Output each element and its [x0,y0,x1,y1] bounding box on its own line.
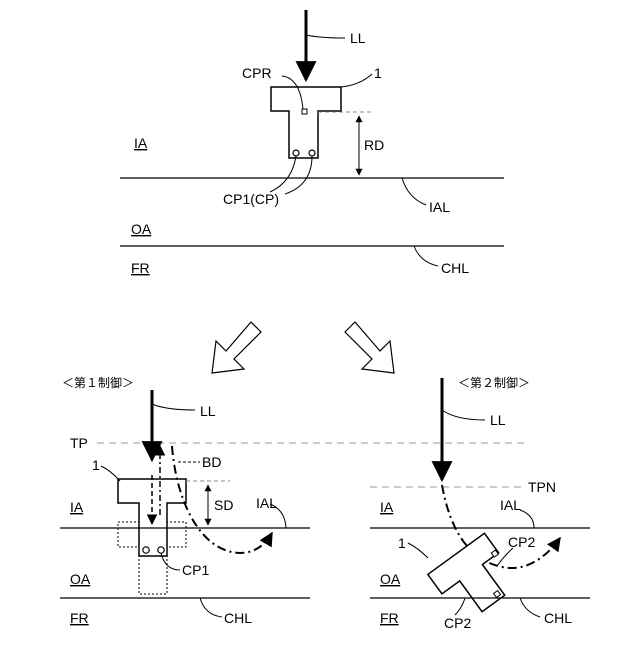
left-bd-label: BD [202,454,221,470]
right-robot-number-leader [408,543,428,558]
right-robot-body [428,533,521,624]
right-ial-leader [520,510,534,528]
right-chl-leader [520,598,540,617]
top-cpr-label: CPR [242,65,272,81]
right-cp2-top-leader [497,548,513,566]
left-ll-label: LL [200,403,216,419]
transition-arrow-left [212,322,261,373]
top-diagram: LL CPR 1 RD IA IAL CP1(CP) OA FR CHL [120,10,504,276]
top-ll-label: LL [350,30,366,46]
transition-arrows [212,322,394,373]
right-ia-label: IA [380,499,394,515]
top-robot-number: 1 [374,65,382,81]
left-sd-label: SD [214,497,233,513]
transition-arrow-right [345,322,394,373]
right-ial-label: IAL [500,497,521,513]
right-ll-leader [442,410,485,420]
left-title: ＜第１制御＞ [62,375,134,390]
top-ll-leader [306,35,345,38]
top-cp1cp-label: CP1(CP) [223,191,279,207]
right-title: ＜第２制御＞ [458,375,530,390]
right-oa-label: OA [380,571,401,587]
left-fr-label: FR [70,610,89,626]
right-cp2-bottom-leader [455,598,465,615]
top-oa-label: OA [131,221,152,237]
top-cp1-leader-left [270,156,296,192]
top-robot-number-leader [341,74,372,87]
right-diagram: ＜第２制御＞ LL TPN IA IAL 1 CP2 OA FR [370,375,590,631]
top-rd-label: RD [364,137,384,153]
top-contact-point-left [293,150,299,156]
top-ial-leader [402,178,426,205]
top-fr-label: FR [131,260,150,276]
left-ia-label: IA [70,499,84,515]
top-chl-label: CHL [441,260,469,276]
left-contact-point-right [158,547,164,553]
top-robot-body [271,87,341,158]
left-diagram: ＜第１制御＞ TP LL 1 BD SD IA [60,375,528,626]
top-ia-label: IA [134,135,148,151]
right-fr-label: FR [380,610,399,626]
right-cp2-bottom-label: CP2 [444,615,471,631]
top-contact-point-right [309,150,315,156]
left-cp1-label: CP1 [182,562,209,578]
right-robot [428,533,521,624]
top-ial-label: IAL [429,199,450,215]
left-robot-number-leader [101,466,120,481]
left-ll-leader [152,404,195,410]
left-oa-label: OA [70,571,91,587]
left-chl-label: CHL [224,610,252,626]
right-cp2-top-label: CP2 [508,534,535,550]
right-tpn-label: TPN [528,479,556,495]
left-ial-label: IAL [256,495,277,511]
top-chl-leader [414,246,438,266]
top-cpr-marker [302,109,307,114]
left-chl-leader [200,598,222,617]
left-tp-label: TP [70,435,88,451]
right-ll-label: LL [490,412,506,428]
left-contact-point-left [143,547,149,553]
right-robot-number: 1 [398,535,406,551]
right-chl-label: CHL [544,610,572,626]
left-robot-number: 1 [92,457,100,473]
